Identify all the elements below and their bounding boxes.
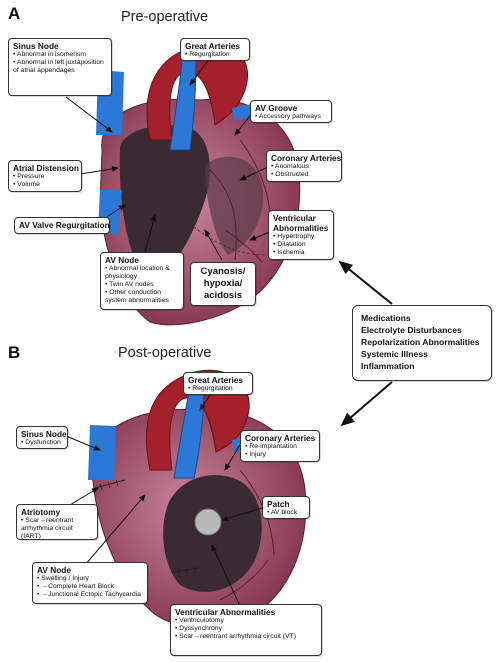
b-av-node-item: →Complete Heart Block [37, 583, 143, 591]
a-sinus-node-item: Abnormal in isomerism [13, 51, 107, 59]
b-av-node-item: Swelling / Injury [37, 575, 143, 583]
a-ventricular-abnormalities-item: Dilatation [273, 241, 329, 249]
b-av-node-box: AV Node Swelling / Injury →Complete Hear… [32, 562, 148, 604]
a-sinus-node-box: Sinus Node Abnormal in isomerism Abnorma… [8, 38, 112, 96]
a-coronary-arteries-title: Coronary Arteries [271, 153, 342, 163]
b-atriotomy-box: Atriotomy Scar→reentrant arrhythmia circ… [16, 504, 98, 540]
a-av-groove-title: AV Groove [255, 103, 298, 113]
a-av-node-item: Other conduction system abnormalities [105, 289, 179, 305]
a-coronary-arteries-item: Obstructed [271, 171, 337, 179]
b-sinus-node-box: Sinus Node Dysfunction [16, 426, 68, 449]
b-sinus-node-title: Sinus Node [21, 429, 67, 439]
heart-a-av-groove [174, 209, 266, 256]
b-atriotomy-item: Scar→reentrant arrhythmia circuit (IART) [21, 517, 93, 541]
a-av-node-item: Twin AV nodes [105, 281, 179, 289]
b-ventricular-abnormalities-title: Ventricular Abnormalities [175, 607, 276, 617]
a-sinus-node-title: Sinus Node [13, 41, 59, 51]
a-coronary-arteries-box: Coronary Arteries Anomalous Obstructed [266, 150, 342, 182]
factor-item: Systemic Illness [361, 349, 428, 359]
a-coronary-arteries-item: Anomalous [271, 163, 337, 171]
a-av-valve-regurgitation-title: AV Valve Regurgitation [19, 220, 110, 230]
panel-b-letter: B [8, 343, 21, 362]
b-patch-title: Patch [267, 499, 290, 509]
b-patch-box: Patch AV block [262, 496, 310, 519]
heart-b-aorta [145, 369, 250, 471]
callouts-a [65, 57, 271, 261]
factors-box: Medications Electrolyte Disturbances Rep… [352, 305, 492, 381]
b-great-arteries-item: Regurgitation [188, 385, 248, 393]
heart-b-patch [194, 508, 222, 536]
a-av-node-title: AV Node [105, 255, 139, 265]
a-av-node-item: Abnormal location & physiology [105, 265, 179, 281]
a-cyanosis-label: Cyanosis/ hypoxia/ acidosis [200, 266, 246, 301]
a-great-arteries-title: Great Arteries [185, 41, 241, 51]
heart-a-cavity [119, 125, 210, 285]
b-great-arteries-box: Great Arteries Regurgitation [183, 372, 253, 395]
heart-b-atriotomy-scar [94, 479, 126, 491]
heart-a-coronary-lines [209, 139, 271, 263]
a-av-groove-item: Accessory pathways [255, 113, 327, 121]
heart-b-ventriculotomy-scar [171, 565, 201, 575]
panel-a-title: Pre-operative [121, 9, 209, 25]
b-coronary-arteries-title: Coronary Arteries [245, 433, 316, 443]
b-coronary-arteries-item: Re-implantation [245, 443, 315, 451]
b-great-arteries-title: Great Arteries [188, 375, 244, 385]
b-coronary-arteries-item: Injury [245, 451, 315, 459]
a-av-valve-regurgitation-box: AV Valve Regurgitation [14, 217, 110, 234]
a-ventricular-abnormalities-item: Hypertrophy [273, 233, 329, 241]
a-sinus-node-item: Abnormal in left juxtaposition of atrial… [13, 59, 107, 75]
a-atrial-distension-item: Pressure [13, 173, 77, 181]
b-sinus-node-item: Dysfunction [21, 439, 63, 447]
b-ventricular-abnormalities-box: Ventricular Abnormalities Ventriculotomy… [170, 604, 322, 656]
factors-arrow-down [340, 381, 393, 427]
heart-b-svc [88, 425, 116, 480]
factor-item: Inflammation [361, 361, 415, 371]
b-atriotomy-title: Atriotomy [21, 507, 61, 517]
a-atrial-distension-box: Atrial Distension Pressure Volume [8, 160, 82, 192]
panel-a-letter: A [8, 4, 21, 23]
a-atrial-distension-title: Atrial Distension [13, 163, 79, 173]
a-great-arteries-item: Regurgitation [185, 51, 245, 59]
a-great-arteries-box: Great Arteries Regurgitation [180, 38, 250, 61]
b-av-node-title: AV Node [37, 565, 71, 575]
b-av-node-item: →Junctional Ectopic Tachycardia [37, 591, 143, 599]
factor-item: Electrolyte Disturbances [361, 325, 462, 335]
b-ventricular-abnormalities-item: Dyssynchrony [175, 625, 317, 633]
a-ventricular-abnormalities-item: Ischemia [273, 249, 329, 257]
factor-item: Repolarization Abnormalities [361, 337, 480, 347]
b-ventricular-abnormalities-item: Ventriculotomy [175, 617, 317, 625]
a-av-groove-box: AV Groove Accessory pathways [250, 100, 332, 123]
panel-b-title: Post-operative [118, 345, 212, 361]
factors-arrow-up [338, 260, 393, 305]
b-ventricular-abnormalities-item: Scar→reentrant arrhythmia circuit (VT) [175, 633, 317, 641]
callouts-b [64, 391, 263, 607]
a-av-node-box: AV Node Abnormal location & physiology T… [100, 252, 184, 310]
b-patch-item: AV block [267, 509, 305, 517]
factor-item: Medications [361, 313, 411, 323]
a-cyanosis-box: Cyanosis/ hypoxia/ acidosis [190, 262, 256, 306]
a-ventricular-abnormalities-box: Ventricular Abnormalities Hypertrophy Di… [268, 210, 334, 260]
a-ventricular-abnormalities-title: Ventricular Abnormalities [273, 213, 329, 233]
b-coronary-arteries-box: Coronary Arteries Re-implantation Injury [240, 430, 320, 462]
a-atrial-distension-item: Volume [13, 181, 77, 189]
